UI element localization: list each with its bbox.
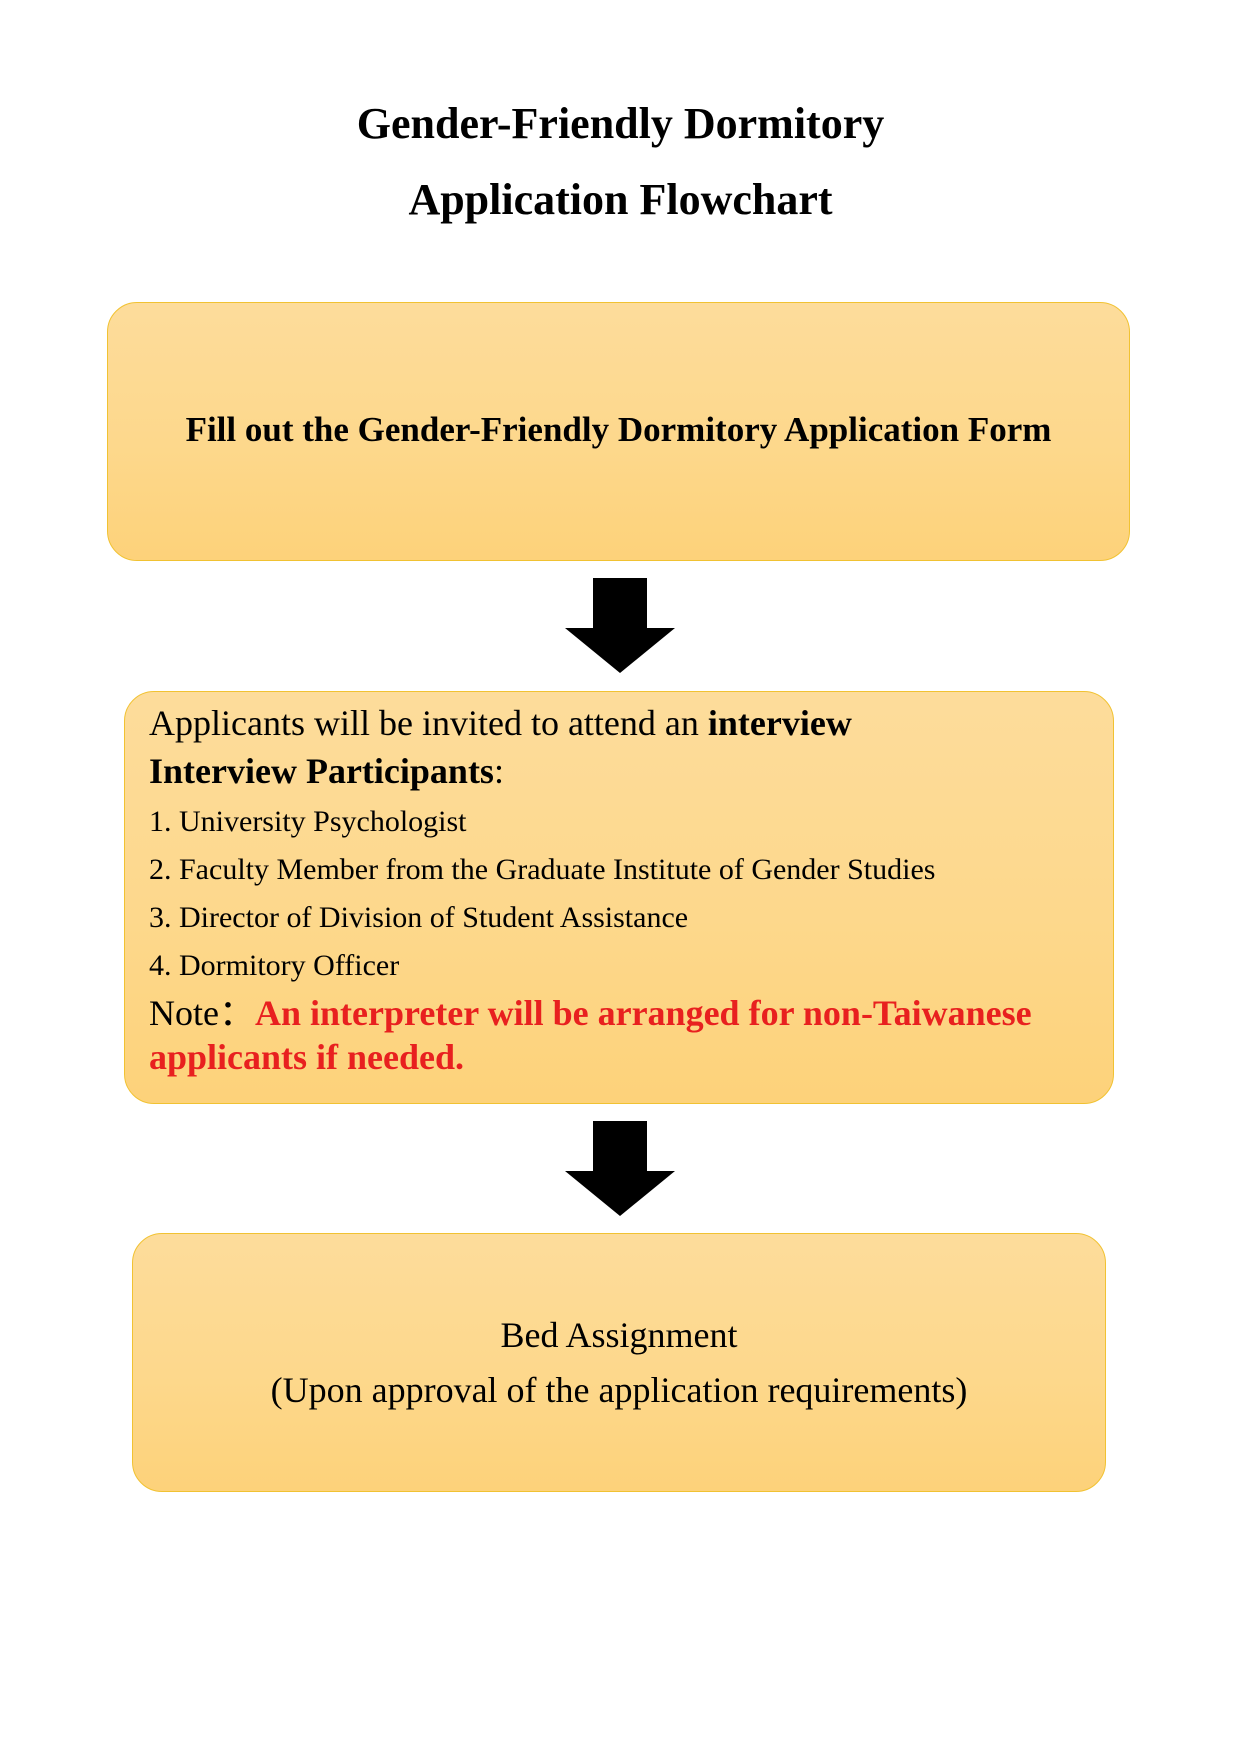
interview-keyword: interview [707, 703, 852, 743]
note-line-2: applicants if needed. [149, 1037, 465, 1077]
title-line-1: Gender-Friendly Dormitory [356, 99, 885, 148]
down-arrow-icon [565, 1121, 675, 1216]
note-line-1: Note：An interpreter will be arranged for… [149, 992, 1089, 1034]
bed-assignment-title: Bed Assignment [500, 1314, 738, 1355]
participants-colon: : [493, 751, 504, 791]
step-fill-application-box: Fill out the Gender-Friendly Dormitory A… [107, 302, 1130, 561]
note-text-1: An interpreter will be arranged for non-… [254, 993, 1032, 1033]
participants-label: Interview Participants [149, 751, 494, 791]
bed-assignment-condition: (Upon approval of the application requir… [270, 1369, 968, 1410]
interview-intro-text: Applicants will be invited to attend an [149, 703, 708, 743]
interview-intro: Applicants will be invited to attend an … [149, 700, 1089, 746]
participants-heading: Interview Participants: [149, 746, 1089, 796]
step-interview-box: Applicants will be invited to attend an … [124, 691, 1114, 1104]
page-title: Gender-Friendly Dormitory Application Fl… [0, 86, 1241, 238]
participant-item: 1. University Psychologist [149, 805, 467, 838]
step-1-text: Fill out the Gender-Friendly Dormitory A… [185, 409, 1052, 449]
down-arrow-icon [565, 578, 675, 673]
participant-item: 3. Director of Division of Student Assis… [149, 901, 689, 934]
participant-item: 2. Faculty Member from the Graduate Inst… [149, 853, 936, 886]
step-bed-assignment-box: Bed Assignment (Upon approval of the app… [132, 1233, 1106, 1492]
participant-item: 4. Dormitory Officer [149, 949, 400, 982]
title-line-2: Application Flowchart [408, 175, 833, 224]
note-label: Note： [149, 993, 255, 1033]
